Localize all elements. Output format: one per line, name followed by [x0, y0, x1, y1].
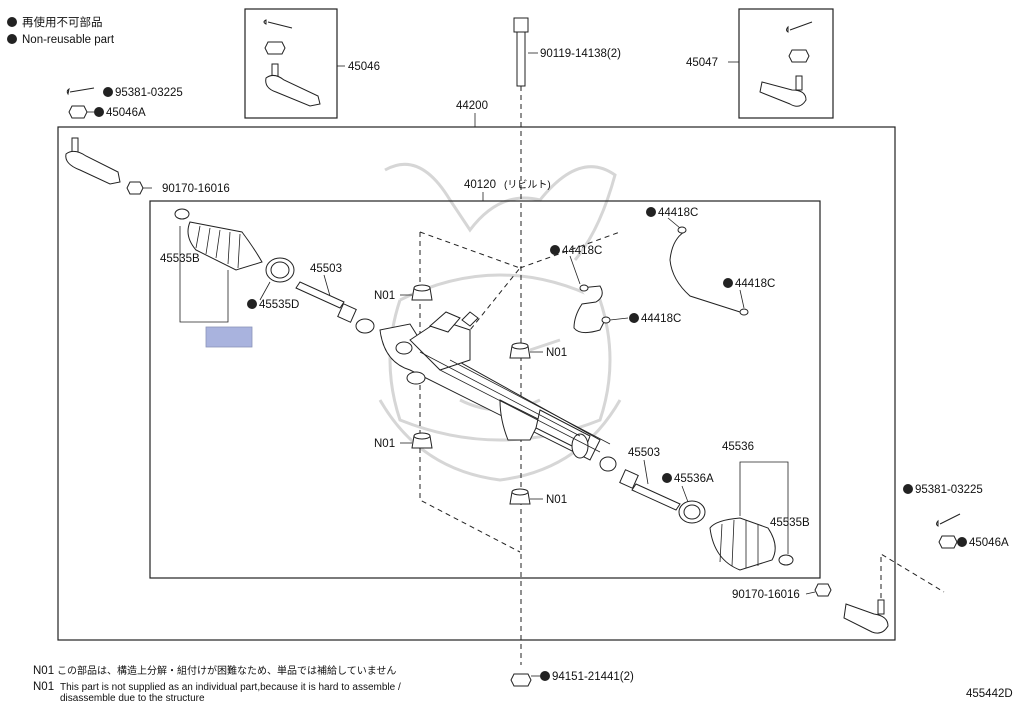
bushings-n01: N01 N01 N01 N01 [374, 284, 567, 506]
highlight-box [205, 326, 253, 348]
label-n01-3: N01 [374, 438, 395, 450]
label-45503-right: 45503 [628, 447, 660, 459]
label-45046A-left: 45046A [106, 107, 146, 119]
note-en-line2: disassemble due to the structure [60, 693, 205, 704]
label-94151: 94151-21441(2) [552, 671, 634, 683]
note-en-line1: This part is not supplied as an individu… [60, 682, 401, 693]
legend: 再使用不可部品 Non-reusable part [7, 15, 115, 46]
label-45503-left: 45503 [310, 263, 342, 275]
label-45046A-right: 45046A [969, 537, 1009, 549]
label-40120: 40120 [464, 179, 496, 191]
frame-40120: 40120 (リビルト) [149, 179, 821, 579]
pipes-44418C: 44418C 44418C 44418C 44418C [550, 207, 775, 334]
label-90170-right: 90170-16016 [732, 589, 800, 601]
label-44418C-3: 44418C [735, 278, 775, 290]
label-40120-note: (リビルト) [504, 179, 551, 191]
label-45535B-right: 45535B [770, 517, 810, 529]
label-95381-left: 95381-03225 [115, 87, 183, 99]
left-tie-rod: 45503 [295, 263, 375, 334]
gear-housing [379, 311, 611, 461]
note-code-ja: N01 [33, 665, 54, 677]
label-45535B-left: 45535B [160, 253, 200, 265]
frame-44200: 44200 [57, 100, 896, 641]
legend-ja: 再使用不可部品 [22, 15, 103, 29]
box-45046: 45046 [244, 8, 380, 119]
legend-dot-ja [7, 17, 17, 27]
legend-dot-en [7, 34, 17, 44]
nut-94151: 94151-21441(2) [510, 671, 634, 687]
mounting-dash-lines [419, 231, 621, 553]
diagram-id: 455442D [966, 688, 1013, 700]
label-90119: 90119-14138(2) [540, 48, 621, 60]
label-44418C-4: 44418C [641, 313, 681, 325]
label-90170-left: 90170-16016 [162, 183, 230, 195]
label-45046: 45046 [348, 61, 380, 73]
label-n01-2: N01 [546, 347, 567, 359]
right-outer-parts: 90170-16016 95381-03225 45046A [732, 484, 1009, 634]
left-outer-parts: 95381-03225 45046A 90170-16016 [65, 87, 230, 195]
label-44200: 44200 [456, 100, 488, 112]
label-95381-right: 95381-03225 [915, 484, 983, 496]
label-45536A: 45536A [674, 473, 714, 485]
label-n01-4: N01 [546, 494, 567, 506]
note-code-en: N01 [33, 681, 54, 693]
label-44418C-2: 44418C [658, 207, 698, 219]
bolt-90119: 90119-14138(2) [513, 17, 621, 665]
label-45536: 45536 [722, 441, 754, 453]
label-44418C-1: 44418C [562, 245, 602, 257]
label-n01-1: N01 [374, 290, 395, 302]
footnotes: N01 この部品は、構造上分解・組付けが困難なため、単品では補給していません N… [33, 664, 401, 704]
box-45047: 45047 [686, 8, 834, 119]
note-ja: この部品は、構造上分解・組付けが困難なため、単品では補給していません [57, 664, 396, 677]
legend-en: Non-reusable part [22, 34, 115, 46]
label-45047: 45047 [686, 57, 718, 69]
left-boot-assembly: 45535B 45535D [160, 208, 299, 348]
right-boot-assembly: 45503 45536A 45536 45535B [599, 441, 810, 571]
label-45535D: 45535D [259, 299, 299, 311]
